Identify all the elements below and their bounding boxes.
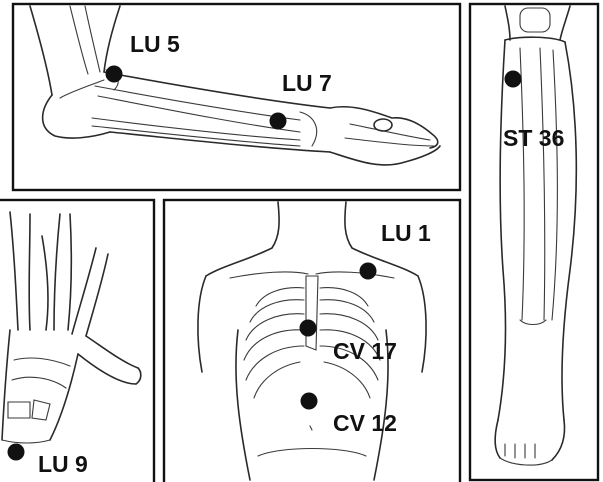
point-cv17-marker [300, 320, 317, 337]
forearm-panel: LU 5 LU 7 [13, 4, 460, 190]
point-lu9-label: LU 9 [38, 451, 88, 477]
point-lu7-marker [270, 113, 287, 130]
point-lu9-marker [8, 444, 25, 461]
point-lu1-marker [360, 263, 377, 280]
point-cv17-label: CV 17 [333, 338, 397, 364]
hand-panel-frame [0, 200, 154, 482]
point-lu5-label: LU 5 [130, 31, 180, 57]
point-st36-marker [505, 71, 522, 88]
point-st36-label: ST 36 [503, 125, 564, 151]
point-cv12-label: CV 12 [333, 410, 397, 436]
hand-panel: LU 9 [0, 200, 154, 482]
torso-panel: LU 1 CV 17 CV 12 [164, 200, 460, 482]
leg-panel-frame [470, 4, 598, 480]
leg-panel: ST 36 [470, 4, 598, 480]
point-lu5-marker [106, 66, 123, 83]
point-lu7-label: LU 7 [282, 70, 332, 96]
forearm-panel-frame [13, 4, 460, 190]
point-lu1-label: LU 1 [381, 220, 431, 246]
point-cv12-marker [301, 393, 318, 410]
